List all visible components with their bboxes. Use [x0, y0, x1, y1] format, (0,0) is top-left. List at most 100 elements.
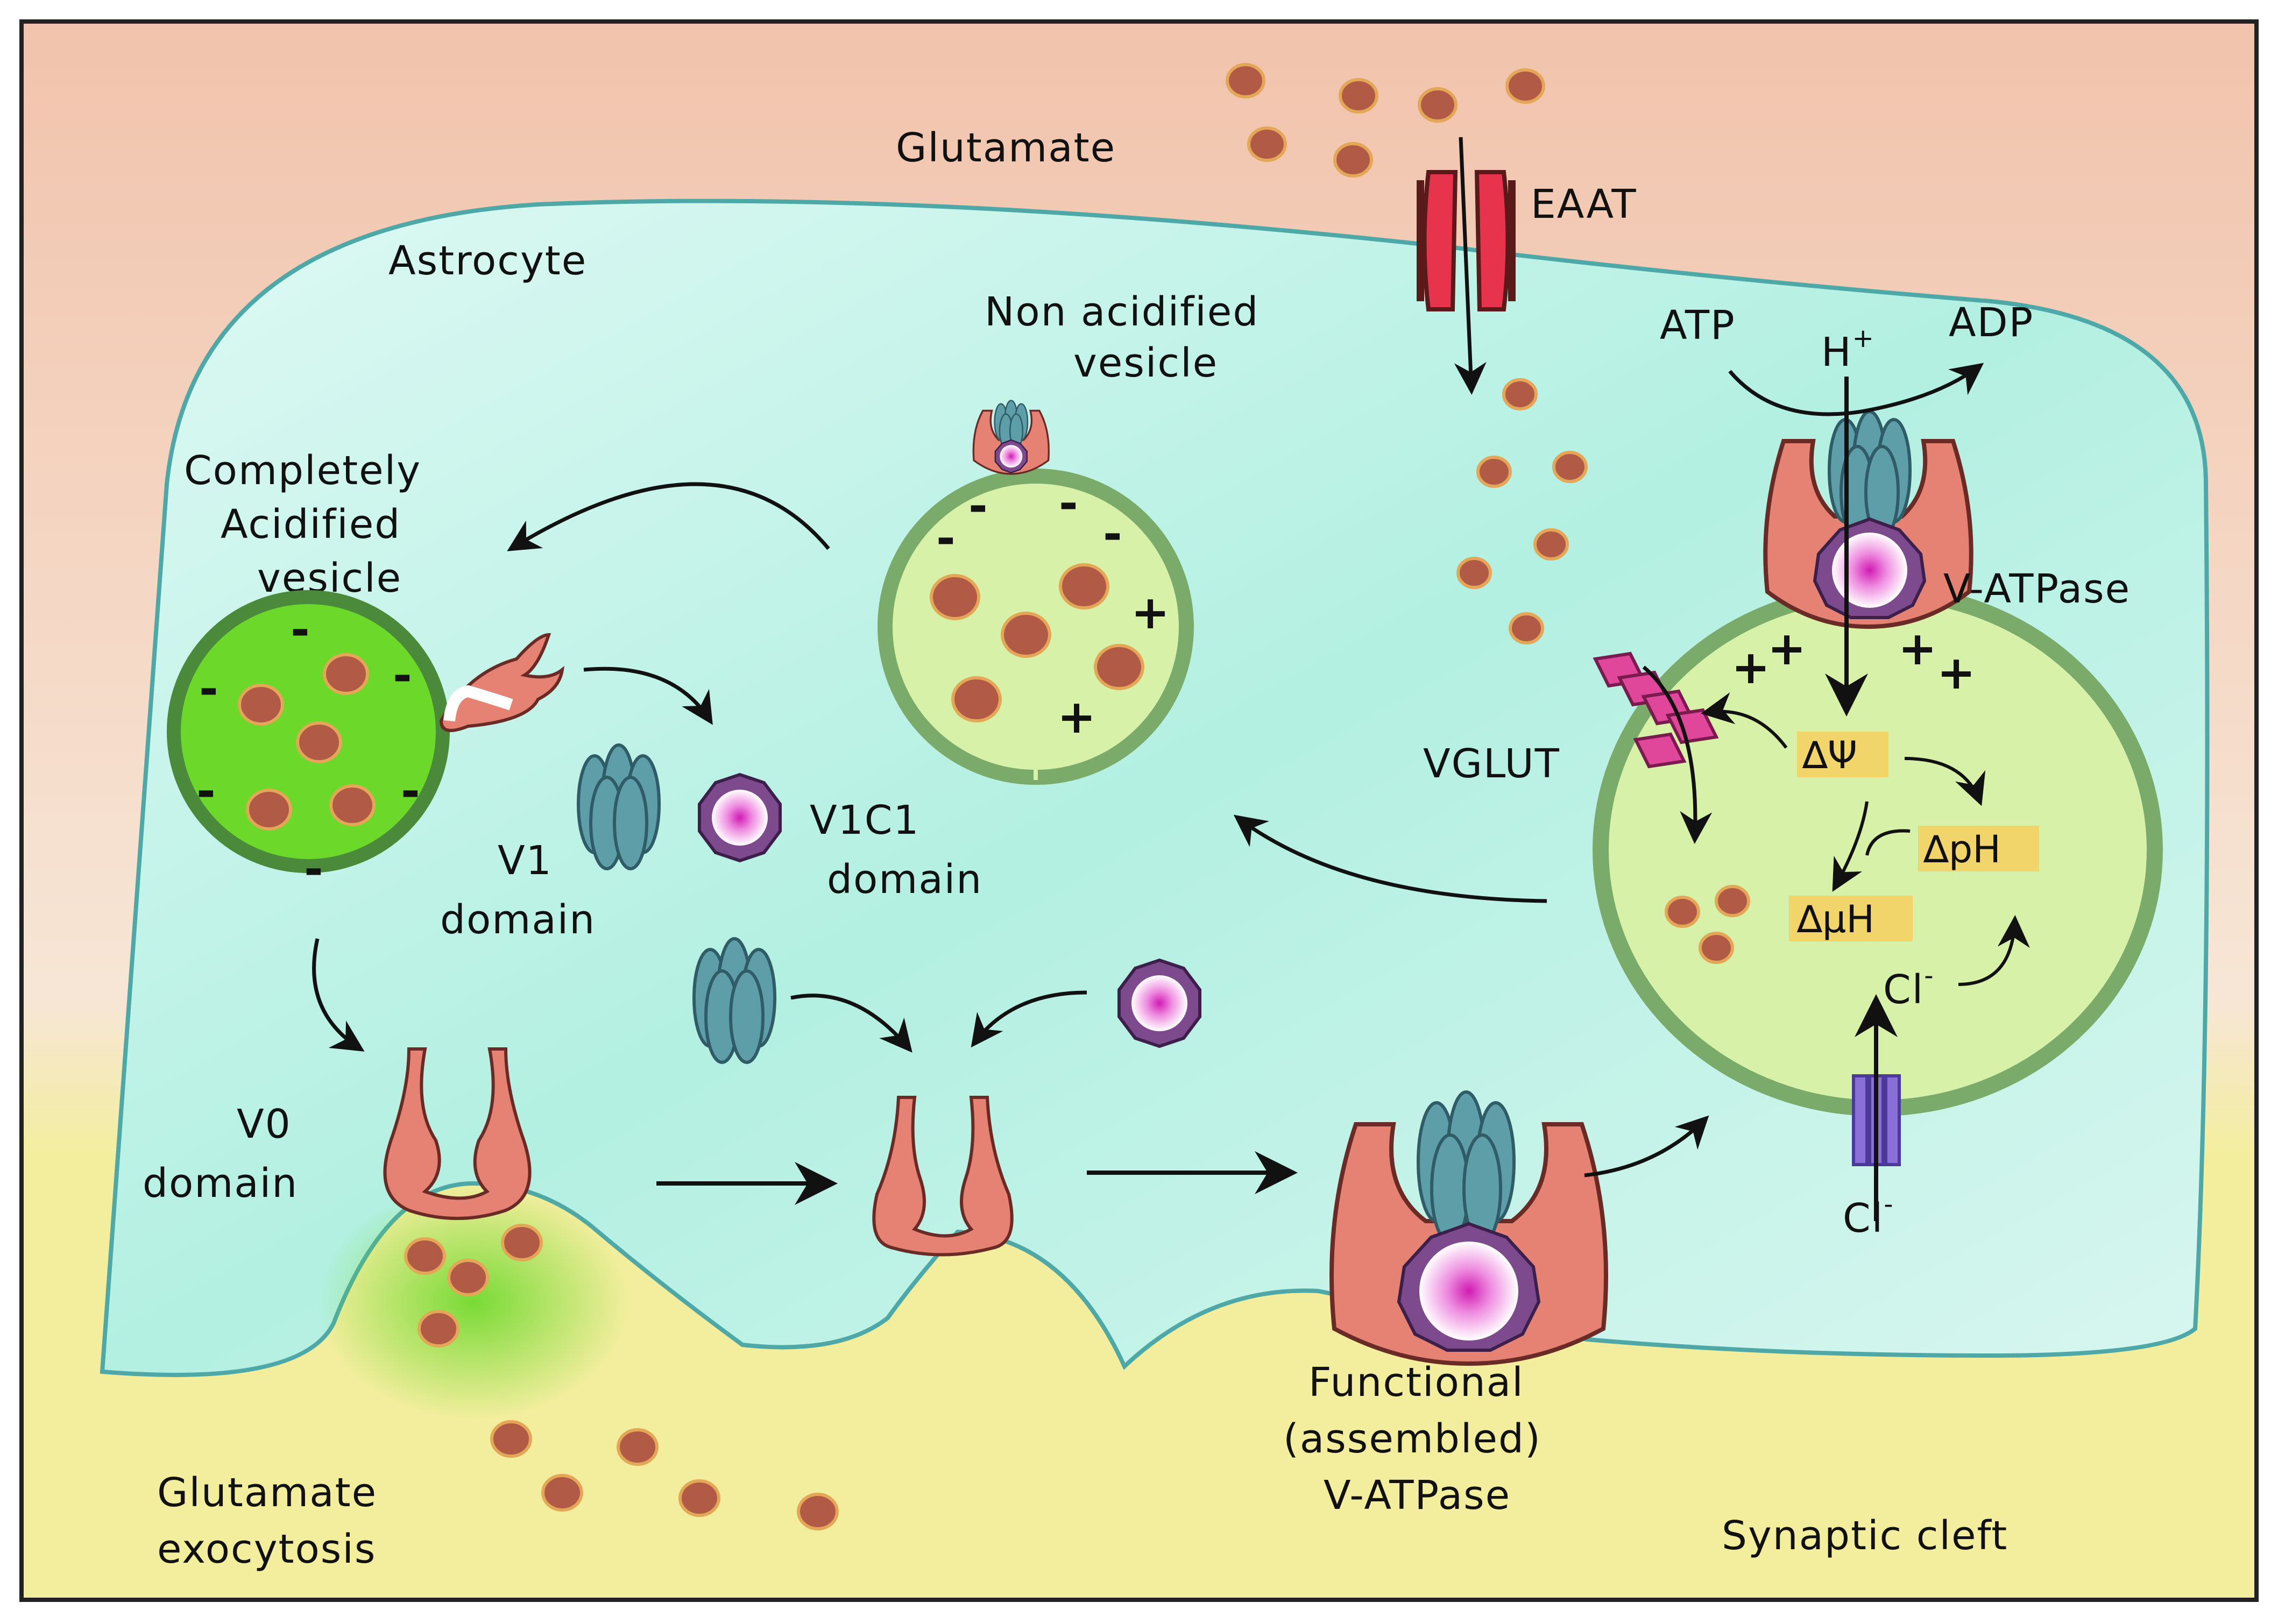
glutamate-molecule [1247, 126, 1287, 162]
eaat-transporter [1417, 170, 1516, 311]
cl-inside-symbol: Cl [1883, 967, 1924, 1013]
dissociating-v0-domain [439, 633, 565, 732]
v1-domain-free [577, 743, 661, 870]
v1-domain-label-line1: V1 [498, 838, 553, 884]
synaptic-cleft-label: Synaptic cleft [1722, 1513, 2008, 1559]
arrow-psi-to-vglut [1701, 692, 1788, 749]
eaat-label: EAAT [1531, 181, 1637, 228]
v0-domain-label-line2: domain [143, 1160, 298, 1207]
small-v-atpase [972, 400, 1050, 475]
delta-ph-label: ∆pH [1923, 827, 2001, 871]
vglut-transport-arrow [1642, 665, 1713, 844]
glutamate-molecule [1418, 87, 1458, 123]
glutamate-molecule [1476, 456, 1512, 488]
glutamate-top-label: Glutamate [896, 125, 1116, 171]
charge-plus: + [1057, 690, 1096, 744]
v0-domain-free [872, 1096, 1014, 1257]
arrow-psi-to-ph [1904, 757, 1986, 806]
vesicle-v-atpase [1763, 410, 1973, 629]
glutamate-molecule [329, 784, 376, 826]
charge-plus: + [1731, 641, 1770, 694]
glutamate-molecule [1339, 78, 1378, 114]
delta-muh-label: ∆µH [1796, 897, 1874, 941]
vglut-label: VGLUT [1423, 741, 1560, 787]
dissociation-arrow [583, 666, 713, 725]
glutamate-molecule [1094, 644, 1144, 690]
glutamate-molecule [1505, 68, 1545, 104]
glutamate-molecule [418, 1310, 459, 1348]
v1c1-domain-label-line1: V1C1 [810, 797, 919, 843]
charge-minus: - [393, 649, 412, 703]
astrocyte-label: Astrocyte [388, 238, 587, 284]
glutamate-molecule [1509, 612, 1544, 644]
arrow-v1-to-assembly [790, 994, 912, 1053]
v1c1-domain-label-line2: domain [827, 856, 982, 903]
cl-outside-symbol: Cl [1843, 1195, 1884, 1242]
non-acidified-vesicle: - - - - + + [878, 469, 1194, 785]
glutamate-molecule [238, 684, 284, 726]
glutamate-molecule [797, 1493, 839, 1530]
glutamate-molecule [1533, 528, 1569, 561]
delta-ph-box: ∆pH [1918, 826, 2039, 871]
v0-domain-label-line1: V0 [237, 1101, 292, 1147]
intracellular-glutamate-stream [1456, 378, 1588, 644]
charge-plus: + [1937, 646, 1976, 700]
glutamate-molecule [1552, 451, 1588, 483]
charge-minus: - [401, 764, 420, 818]
charge-minus: - [196, 764, 216, 818]
glutamate-molecule [1456, 557, 1492, 589]
extracellular-glutamate-top [1226, 63, 1545, 178]
arrow-ph-to-muh [1865, 829, 1911, 856]
v1c1-domain-free [698, 772, 782, 863]
glutamate-molecule [951, 676, 1002, 722]
exocytosis-fusion [317, 1183, 629, 1420]
h-plus-symbol: H [1821, 329, 1852, 375]
vesicle-glutamate [1665, 885, 1750, 964]
glutamate-molecule [1333, 142, 1373, 178]
completely-acidified-label-line1: Completely [184, 448, 421, 494]
glutamate-molecule [501, 1224, 543, 1261]
functional-v-atpase [1329, 1090, 1608, 1366]
glutamate-molecule [1502, 378, 1538, 410]
v1-domain-label-line2: domain [440, 897, 596, 943]
charge-minus: - [936, 512, 956, 565]
h-plus-superscript: + [1852, 323, 1875, 353]
glutamate-molecule [930, 574, 980, 620]
glutamate-molecule [1001, 612, 1051, 658]
charge-minus: - [304, 842, 323, 896]
charge-plus: + [1767, 622, 1806, 676]
functional-label-line3: V-ATPase [1324, 1472, 1511, 1519]
non-acidified-label-line2: vesicle [1073, 340, 1218, 386]
v1c1-domain-assembling [1117, 958, 1201, 1048]
arrow-to-big-vesicle [1584, 1115, 1709, 1178]
glutamate-exocytosis-label-line1: Glutamate [157, 1470, 377, 1516]
v-atpase-label: V-ATPase [1943, 566, 2131, 612]
atp-hydrolysis-arrow [1728, 363, 1984, 416]
atp-label: ATP [1660, 302, 1736, 349]
functional-label-line1: Functional [1308, 1359, 1524, 1406]
cl-inside-superscript: - [1924, 961, 1934, 991]
charge-minus: - [199, 662, 218, 716]
arrow-psi-to-muh [1832, 801, 1869, 892]
non-acidified-label-line1: Non acidified [985, 289, 1259, 335]
delta-psi-box: ∆Ψ [1797, 732, 1888, 777]
adp-label: ADP [1949, 300, 2034, 346]
charge-plus: + [1131, 586, 1170, 640]
glutamate-molecule [323, 653, 369, 695]
glutamate-molecule [1059, 563, 1109, 609]
arrow-cl-to-ph [1958, 915, 2030, 986]
cl-inside-label: Cl- [1883, 961, 1935, 1013]
glutamate-molecule [490, 1420, 532, 1458]
functional-label-line2: (assembled) [1283, 1416, 1541, 1462]
glutamate-exocytosis-label-line2: exocytosis [157, 1526, 376, 1572]
glutamate-molecule [246, 789, 292, 831]
glutamate-molecule [617, 1428, 659, 1466]
cl-outside-superscript: - [1884, 1189, 1894, 1219]
figure-frame [19, 19, 2259, 1602]
cl-outside-label: Cl- [1843, 1189, 1894, 1242]
glutamate-molecule [541, 1474, 583, 1512]
glutamate-molecule [1665, 896, 1700, 928]
charge-minus: - [968, 479, 988, 533]
charge-plus: + [1898, 622, 1937, 676]
